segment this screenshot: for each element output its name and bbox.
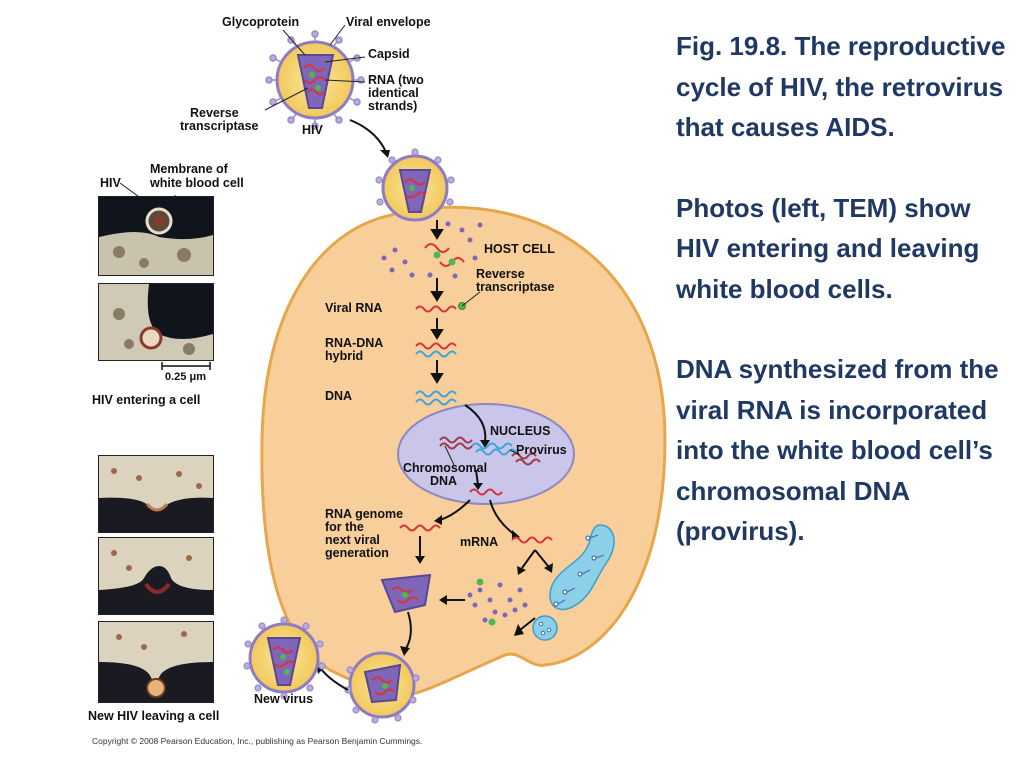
caption-paragraph-2: Photos (left, TEM) show HIV entering and… (676, 192, 980, 304)
mrna-strand (511, 536, 553, 544)
hiv-virion-fusing (375, 148, 455, 222)
label-hybrid-line1: RNA-DNA (325, 336, 384, 350)
transcript-rna (469, 488, 503, 496)
tem-photo-leaving-1 (98, 455, 214, 533)
viral-rna-strand (415, 305, 457, 313)
label-hiv-leaving: New HIV leaving a cell (88, 709, 220, 723)
label-genome-line2: for the (325, 520, 364, 534)
label-photo-hiv: HIV (100, 176, 121, 190)
budding-virion (344, 651, 420, 724)
label-rna-line1: RNA (two (368, 73, 424, 87)
caption-text: Fig. 19.8. The reproductive cycle of HIV… (676, 26, 1016, 552)
er-vesicle (514, 524, 615, 641)
uncoated-rna (381, 221, 483, 279)
label-viral-envelope: Viral envelope (346, 15, 431, 29)
label-cell-rt-line1: Reverse (476, 267, 525, 281)
caption-paragraph-3: DNA synthesized from the viral RNA is in… (676, 354, 999, 546)
label-hiv-top: HIV (302, 123, 323, 137)
viral-proteins (467, 582, 528, 623)
label-capsid: Capsid (368, 47, 410, 61)
label-new-virus: New virus (254, 692, 314, 706)
label-rna-line2: identical (368, 86, 419, 100)
label-genome-line4: generation (325, 546, 389, 560)
rna-genome-strand (399, 524, 441, 532)
label-hybrid-line2: hybrid (325, 349, 364, 363)
label-rt-line1: Reverse (190, 106, 239, 120)
tem-photo-entering-1 (98, 196, 214, 276)
scale-bar (161, 362, 211, 370)
label-membrane-line2: white blood cell (150, 176, 244, 190)
assembling-virion (380, 573, 432, 614)
hiv-cycle-diagram (119, 24, 667, 724)
label-host-cell: HOST CELL (484, 242, 555, 256)
process-arrows (430, 220, 444, 384)
tem-photo-entering-2 (98, 283, 214, 361)
caption-paragraph-1: Fig. 19.8. The reproductive cycle of HIV… (676, 31, 1006, 142)
label-cell-rt-line2: transcriptase (476, 280, 555, 294)
label-viral-rna: Viral RNA (325, 301, 383, 315)
copyright-notice: Copyright © 2008 Pearson Education, Inc.… (92, 736, 423, 746)
hybrid-rna-strand (415, 342, 457, 350)
new-virus (243, 616, 326, 700)
label-chromosomal-line1: Chromosomal (403, 461, 488, 475)
label-nucleus: NUCLEUS (490, 424, 551, 438)
label-genome-line3: next viral (325, 533, 380, 547)
label-genome-line1: RNA genome (325, 507, 404, 521)
label-provirus: Provirus (516, 443, 567, 457)
label-dna: DNA (325, 389, 353, 403)
hiv-virion-top (265, 30, 365, 130)
chromosomal-dna (439, 436, 541, 466)
label-mrna: mRNA (460, 535, 499, 549)
top-leader-lines (264, 24, 366, 111)
tem-photo-leaving-2 (98, 537, 214, 615)
label-rt-line2: transcriptase (180, 119, 259, 133)
hybrid-dna-strand (415, 350, 457, 358)
label-chromosomal-line2: DNA (430, 474, 458, 488)
label-membrane-line1: Membrane of (150, 162, 228, 176)
tem-photo-leaving-3 (98, 621, 214, 703)
dna-strand-2 (415, 398, 457, 406)
arrow-entry (349, 119, 386, 151)
label-scale: 0.25 μm (165, 371, 206, 383)
label-rna-line3: strands) (368, 99, 418, 113)
arrow-integration (464, 404, 487, 443)
label-hiv-entering: HIV entering a cell (92, 393, 201, 407)
dna-strand-1 (415, 390, 457, 398)
label-glycoprotein: Glycoprotein (222, 15, 300, 29)
